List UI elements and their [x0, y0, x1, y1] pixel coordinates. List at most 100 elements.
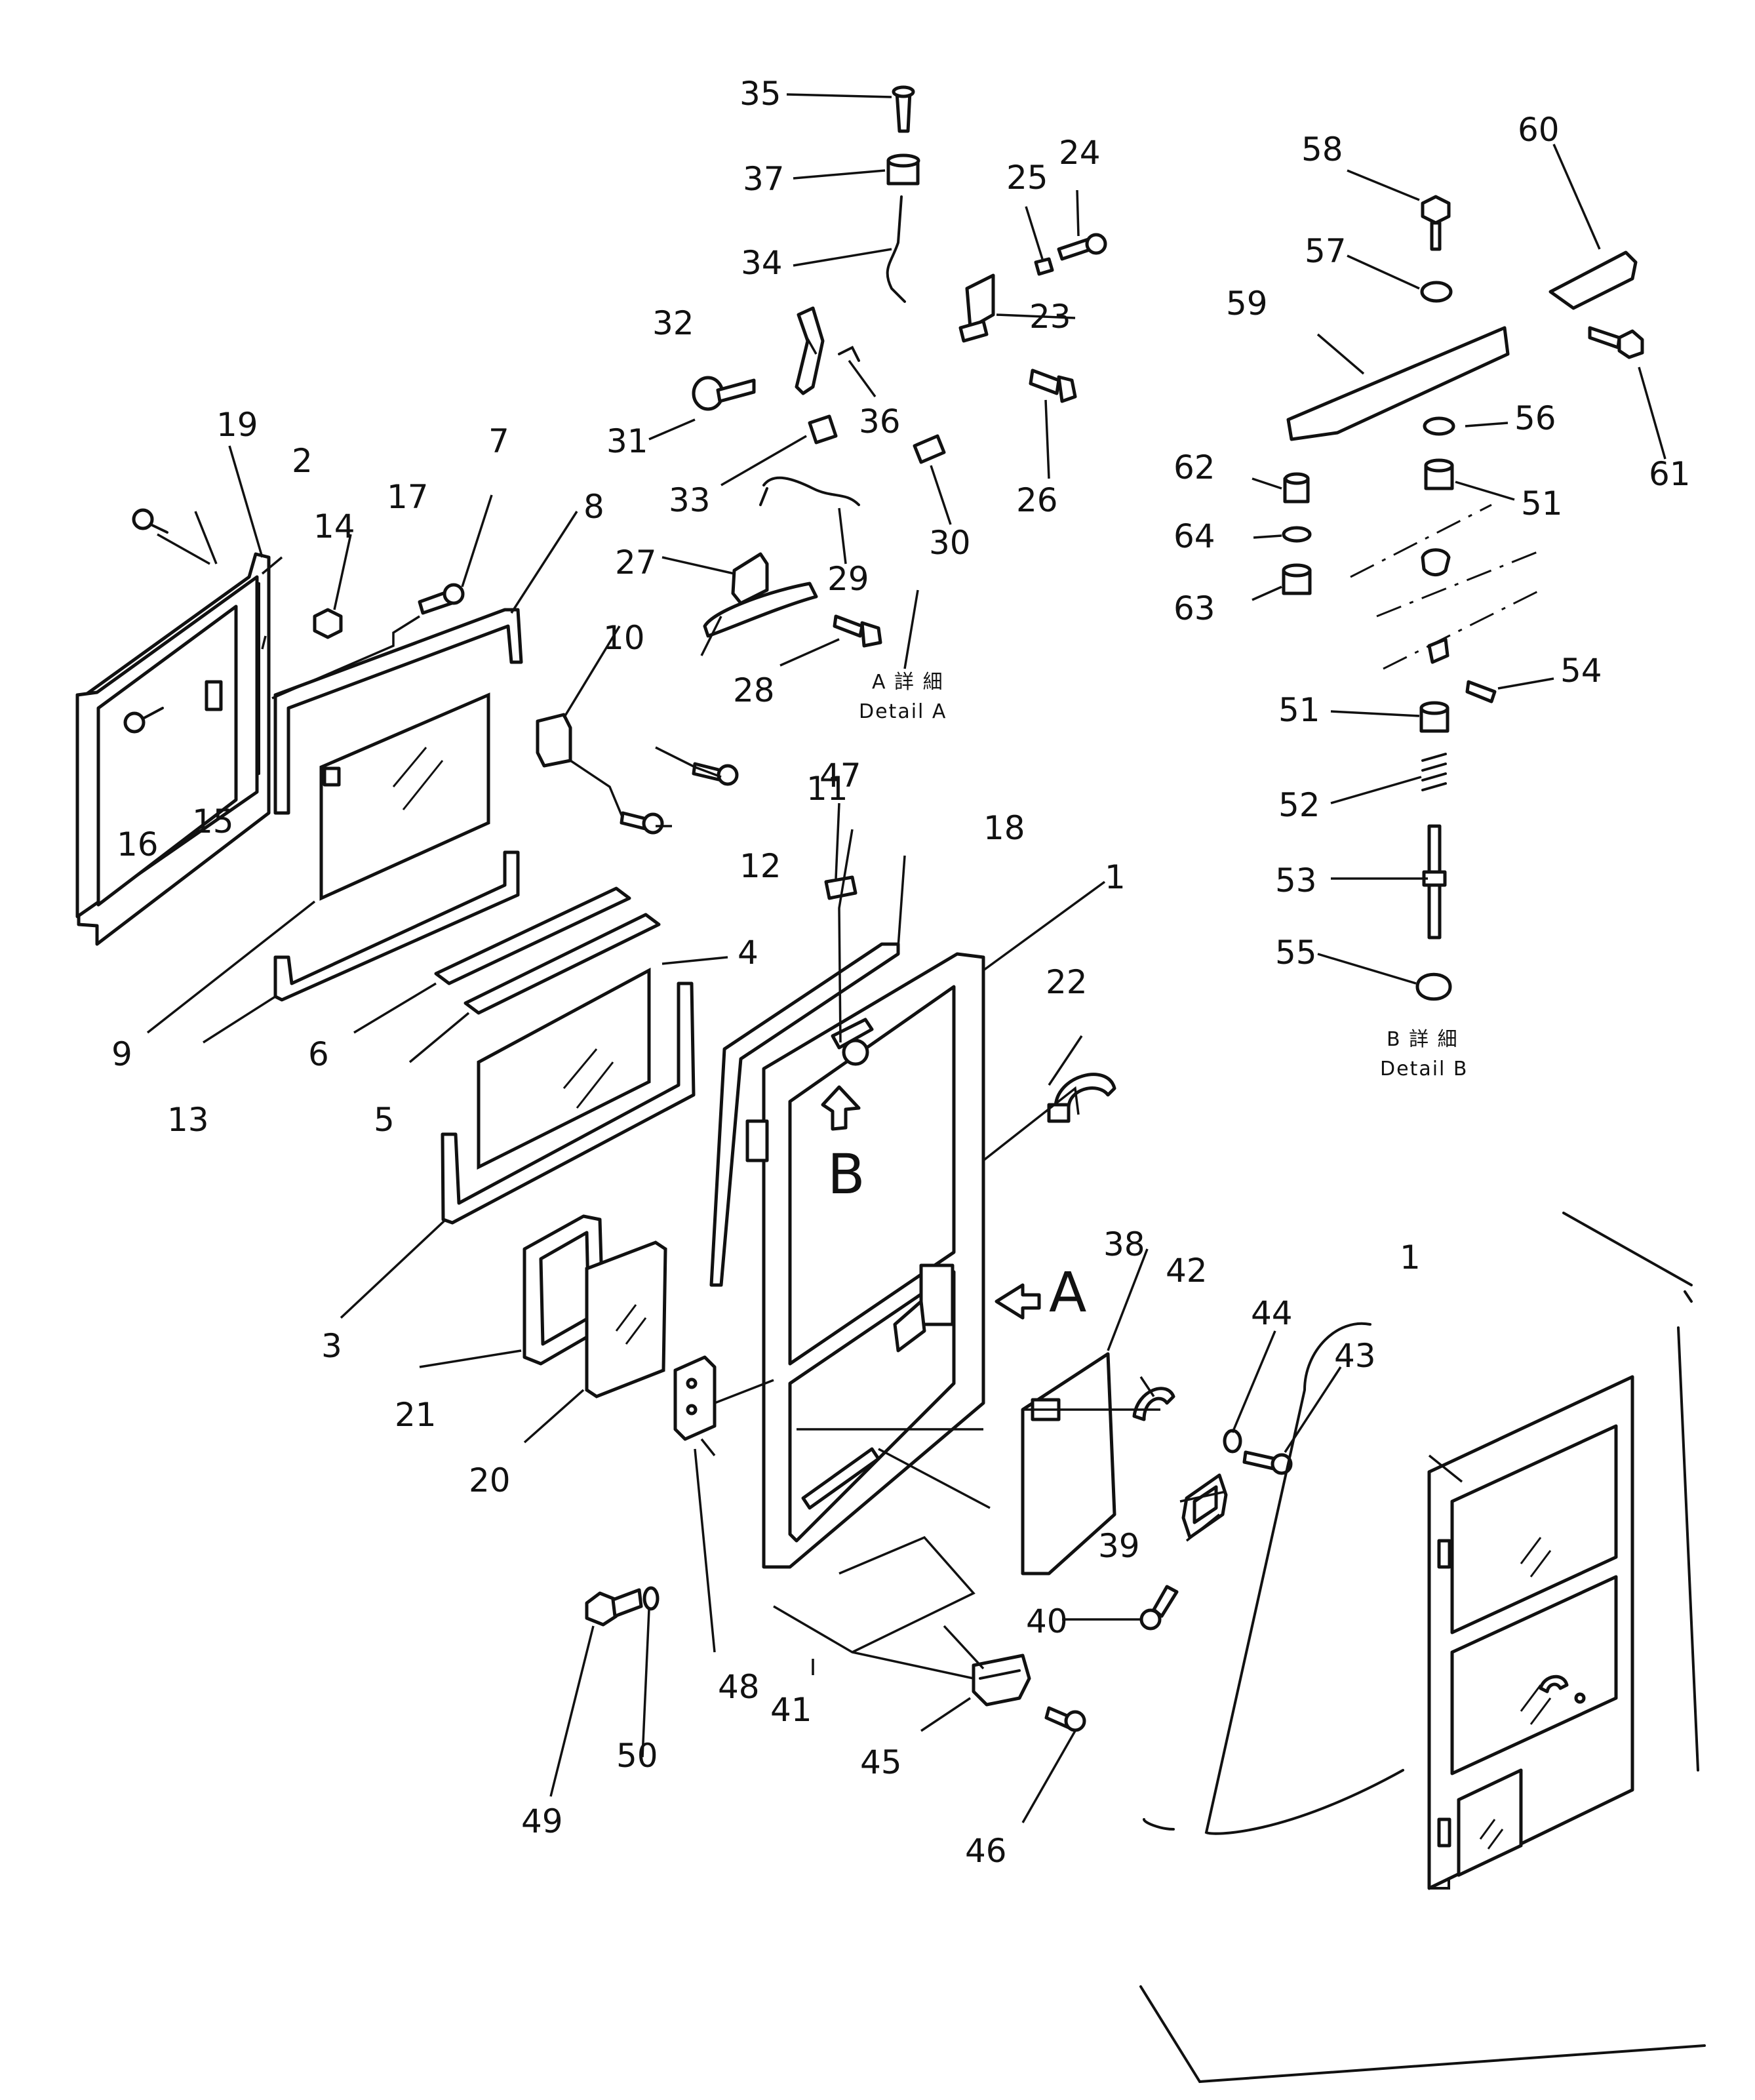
label-44: 44	[1251, 1294, 1293, 1332]
pin-35	[892, 85, 915, 133]
handle-27	[703, 552, 818, 638]
strip-5	[463, 913, 661, 1015]
grip-42	[1132, 1387, 1175, 1421]
nut-17	[313, 608, 343, 639]
detail-a-jp: A 詳 細	[872, 671, 944, 694]
spring-52	[1421, 753, 1447, 791]
catch-33	[808, 414, 838, 445]
label-30: 30	[929, 524, 971, 562]
detail-b-caption: B 詳 細 Detail B	[1380, 1028, 1469, 1080]
detail-b-jp: B 詳 細	[1387, 1028, 1459, 1051]
hinge-48	[673, 1355, 717, 1441]
label-54: 54	[1560, 652, 1602, 690]
label-1: 1	[1105, 858, 1126, 896]
glass-middle	[477, 967, 651, 1170]
label-64: 64	[1173, 517, 1215, 555]
label-37: 37	[743, 160, 785, 198]
label-2: 2	[292, 442, 313, 480]
washer-64	[1282, 526, 1312, 543]
label-29: 29	[827, 560, 869, 598]
view-a-letter: A	[1049, 1260, 1086, 1324]
label-23: 23	[1029, 298, 1071, 336]
cab-outline	[1139, 1212, 1706, 2084]
label-22: 22	[1046, 963, 1088, 1001]
label-18: 18	[983, 809, 1025, 847]
label-24: 24	[1059, 134, 1101, 172]
label-43: 43	[1334, 1337, 1376, 1375]
label-34: 34	[741, 244, 783, 282]
label-9: 9	[111, 1035, 132, 1073]
collar-62	[1283, 472, 1310, 504]
spring-36	[838, 346, 860, 362]
detail-a-en: Detail A	[859, 700, 947, 723]
label-35: 35	[739, 75, 781, 113]
bolt-49	[585, 1588, 643, 1627]
label-47: 47	[819, 757, 861, 795]
label-45: 45	[860, 1743, 902, 1781]
lever-32	[795, 306, 825, 395]
label-53: 53	[1275, 862, 1317, 900]
label-49: 49	[521, 1802, 563, 1840]
bushing-51-bottom	[1419, 701, 1449, 733]
bolt-26	[1029, 368, 1077, 403]
washer-50	[642, 1586, 660, 1611]
label-62: 62	[1173, 448, 1215, 486]
shaft-lines	[1350, 504, 1541, 670]
washer-44	[1223, 1429, 1242, 1454]
label-51b: 51	[1278, 691, 1320, 729]
bezel-39	[1181, 1473, 1228, 1539]
screw-7	[418, 583, 465, 615]
label-1b: 1	[1400, 1238, 1421, 1277]
label-5: 5	[374, 1101, 395, 1139]
bushing-51-top	[1424, 458, 1454, 490]
label-25: 25	[1006, 159, 1048, 197]
label-20: 20	[469, 1461, 511, 1499]
lever-60	[1548, 250, 1638, 310]
cab-door	[1427, 1375, 1634, 1890]
label-3: 3	[321, 1327, 342, 1365]
rod-34	[886, 195, 906, 303]
label-56: 56	[1514, 399, 1556, 437]
bolt-28	[833, 614, 882, 648]
label-31: 31	[606, 422, 648, 460]
label-63: 63	[1173, 589, 1215, 627]
label-55: 55	[1275, 934, 1317, 972]
detail-b-en: Detail B	[1380, 1058, 1469, 1080]
label-8: 8	[583, 488, 604, 526]
label-15: 15	[192, 802, 234, 841]
pin-54	[1465, 680, 1497, 703]
label-42: 42	[1166, 1252, 1208, 1290]
label-21: 21	[395, 1396, 437, 1434]
label-10: 10	[603, 619, 645, 657]
label-16: 16	[117, 825, 159, 863]
label-51: 51	[1521, 485, 1563, 523]
label-61: 61	[1649, 455, 1691, 493]
label-60: 60	[1518, 111, 1560, 149]
plunger-53	[1422, 824, 1447, 940]
bushing-37	[886, 153, 920, 186]
screw-40	[1139, 1585, 1179, 1631]
view-a-arrow: A	[995, 1260, 1086, 1324]
glass-20	[585, 1240, 667, 1398]
label-13: 13	[167, 1101, 209, 1139]
label-52: 52	[1278, 786, 1320, 824]
label-27: 27	[615, 544, 657, 582]
cover-45	[972, 1654, 1031, 1707]
bolt-61	[1588, 326, 1644, 359]
bolt-58	[1421, 195, 1451, 251]
label-14: 14	[313, 507, 355, 545]
strip-6	[434, 886, 631, 985]
label-7: 7	[488, 422, 509, 460]
cap-55	[1415, 972, 1452, 1001]
label-40: 40	[1026, 1602, 1068, 1640]
label-11: 11	[806, 770, 848, 808]
link-59	[1286, 326, 1510, 441]
screw-16	[123, 707, 164, 734]
screw-46	[1044, 1706, 1086, 1732]
label-28: 28	[733, 671, 775, 709]
seal-3	[441, 981, 696, 1225]
cable-29	[759, 476, 860, 506]
label-6: 6	[308, 1035, 329, 1073]
screw-19	[132, 508, 168, 534]
